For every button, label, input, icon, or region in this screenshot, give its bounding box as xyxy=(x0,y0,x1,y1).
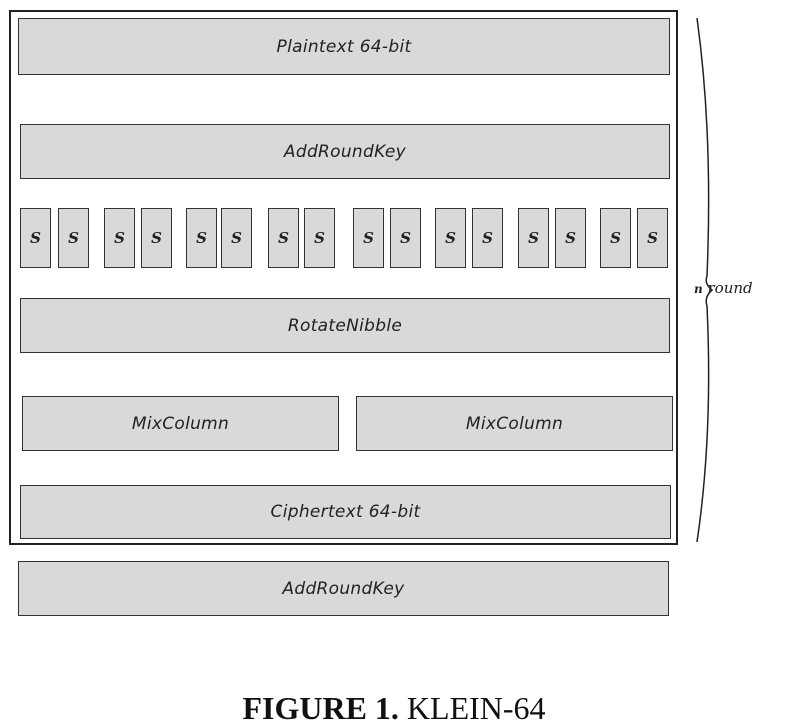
mixcolumn-left-label: MixColumn xyxy=(131,413,230,434)
rotatenibble-label: RotateNibble xyxy=(287,315,403,336)
addroundkey-block: AddRoundKey xyxy=(20,124,670,179)
ciphertext-label: Ciphertext 64-bit xyxy=(270,502,421,522)
sbox: S xyxy=(221,208,252,268)
mixcolumn-right-label: MixColumn xyxy=(465,413,564,434)
round-frame xyxy=(9,10,678,545)
rotatenibble-block: RotateNibble xyxy=(20,298,670,353)
figure-caption: FIGURE 1. KLEIN-64 xyxy=(0,690,788,727)
figure-number: FIGURE 1. xyxy=(242,690,399,726)
ciphertext-block: Ciphertext 64-bit xyxy=(20,485,671,539)
sbox: S xyxy=(58,208,89,268)
mixcolumn-right-block: MixColumn xyxy=(356,396,673,451)
addroundkey-label: AddRoundKey xyxy=(283,141,407,162)
plaintext-label: Plaintext 64-bit xyxy=(276,36,412,57)
sbox: S xyxy=(472,208,503,268)
round-brace xyxy=(696,17,714,543)
round-n: n xyxy=(694,282,703,296)
sbox: S xyxy=(555,208,586,268)
sbox: S xyxy=(268,208,299,268)
sbox: S xyxy=(304,208,335,268)
sbox: S xyxy=(186,208,217,268)
final-addroundkey-block: AddRoundKey xyxy=(18,561,669,616)
sbox: S xyxy=(600,208,631,268)
sbox: S xyxy=(141,208,172,268)
round-label: n round xyxy=(694,279,753,297)
round-text: round xyxy=(707,279,753,297)
final-addroundkey-label: AddRoundKey xyxy=(282,578,405,599)
sbox: S xyxy=(518,208,549,268)
sbox: S xyxy=(435,208,466,268)
sbox: S xyxy=(20,208,51,268)
sbox: S xyxy=(390,208,421,268)
sbox: S xyxy=(104,208,135,268)
plaintext-block: Plaintext 64-bit xyxy=(18,18,670,75)
sbox: S xyxy=(353,208,384,268)
mixcolumn-left-block: MixColumn xyxy=(22,396,339,451)
brace-path xyxy=(696,17,714,543)
figure-title: KLEIN-64 xyxy=(406,690,546,726)
sbox: S xyxy=(637,208,668,268)
